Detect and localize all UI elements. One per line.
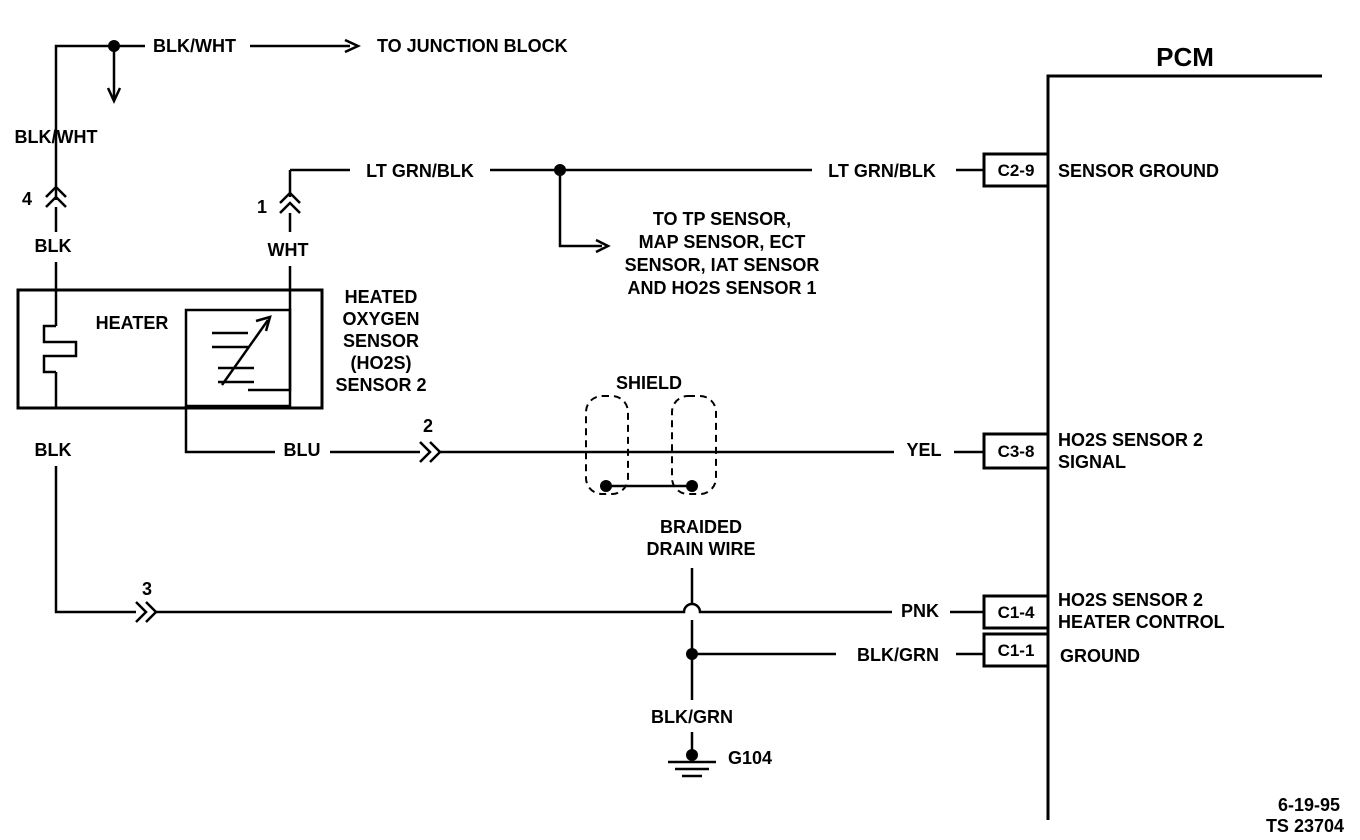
blk-wht-vertical-label: BLK/WHT — [15, 127, 98, 147]
branch-note-line: SENSOR, IAT SENSOR — [625, 255, 820, 275]
sensor-name-line: SENSOR — [343, 331, 419, 351]
pnk-wire-label: PNK — [901, 601, 939, 621]
ground-circuit: BLK/GRN BLK/GRN G104 — [651, 645, 984, 778]
pin-2-number: 2 — [423, 416, 433, 436]
sensor-name-line: (HO2S) — [350, 353, 411, 373]
yel-wire-label: YEL — [906, 440, 941, 460]
pin-1-number: 1 — [257, 197, 267, 217]
connector-description: SIGNAL — [1058, 452, 1126, 472]
junction-destination-label: TO JUNCTION BLOCK — [377, 36, 568, 56]
sensing-element-box — [184, 308, 292, 408]
shield-terminal — [686, 480, 698, 492]
connector-description: GROUND — [1060, 646, 1140, 666]
diagram-footer: 6-19-95 TS 23704 — [1266, 795, 1344, 836]
shield-outline-left — [585, 395, 629, 495]
lt-grn-blk-right-label: LT GRN/BLK — [828, 161, 936, 181]
lt-grn-blk-left-label: LT GRN/BLK — [366, 161, 474, 181]
diagram-date: 6-19-95 — [1278, 795, 1340, 815]
shield: SHIELD BRAIDED DRAIN WIRE — [585, 373, 756, 700]
variable-resistor-arrow — [220, 319, 270, 386]
branch-note: TO TP SENSOR, MAP SENSOR, ECT SENSOR, IA… — [625, 209, 820, 298]
junction-block-feed: BLK/WHT TO JUNCTION BLOCK BLK/WHT — [15, 36, 568, 200]
heater-control-circuit: BLK 3 PNK — [35, 440, 984, 623]
branch-note-line: AND HO2S SENSOR 1 — [627, 278, 816, 298]
shield-label: SHIELD — [616, 373, 682, 393]
pcm-title: PCM — [1156, 42, 1214, 72]
pin-3-wire-label: BLK — [35, 440, 72, 460]
sensor-name-line: HEATED — [345, 287, 418, 307]
connector-description: HEATER CONTROL — [1058, 612, 1225, 632]
connector-description: HO2S SENSOR 2 — [1058, 590, 1203, 610]
pcm-connector-c3-8: C3-8 HO2S SENSOR 2 SIGNAL — [982, 430, 1203, 472]
branch-note-line: TO TP SENSOR, — [653, 209, 791, 229]
pin-4-connector: 4 BLK — [22, 185, 72, 326]
pcm-connector-c1-4: C1-4 HO2S SENSOR 2 HEATER CONTROL — [982, 590, 1225, 632]
connector-pin-label: C1-1 — [998, 641, 1035, 660]
pcm-connector-c2-9: C2-9 SENSOR GROUND — [982, 152, 1219, 188]
splice-point — [108, 40, 120, 52]
pin-4-wire-label: BLK — [35, 236, 72, 256]
shield-outline-right — [671, 395, 717, 495]
connector-pin-label: C2-9 — [998, 161, 1035, 180]
connector-description: HO2S SENSOR 2 — [1058, 430, 1203, 450]
sensor-ground-circuit: LT GRN/BLK LT GRN/BLK — [366, 161, 984, 254]
blk-grn-ground-label: BLK/GRN — [651, 707, 733, 727]
connector-pin-label: C1-4 — [998, 603, 1035, 622]
sensor-name-line: OXYGEN — [342, 309, 419, 329]
sensor-outline — [16, 288, 324, 410]
sensing-element-plates — [212, 331, 254, 384]
junction-wire-label: BLK/WHT — [153, 36, 236, 56]
pin-2-wire-label: BLU — [284, 440, 321, 460]
pcm-block: PCM — [1046, 42, 1322, 820]
splice-point — [686, 749, 698, 761]
pin-4-number: 4 — [22, 189, 32, 209]
pin-3-number: 3 — [142, 579, 152, 599]
pin-1-connector: 1 WHT — [248, 168, 350, 392]
signal-circuit: BLU 2 YEL — [284, 416, 984, 463]
heater-element — [42, 324, 78, 374]
sensor-name-line: SENSOR 2 — [335, 375, 426, 395]
drain-wire-label-line: BRAIDED — [660, 517, 742, 537]
diagram-reference: TS 23704 — [1266, 816, 1344, 836]
shield-terminal — [600, 480, 612, 492]
blk-grn-right-label: BLK/GRN — [857, 645, 939, 665]
ground-id-label: G104 — [728, 748, 772, 768]
branch-note-line: MAP SENSOR, ECT — [639, 232, 806, 252]
connector-pin-label: C3-8 — [998, 442, 1035, 461]
drain-wire-label-line: DRAIN WIRE — [647, 539, 756, 559]
ground-symbol-icon — [668, 760, 716, 778]
pin-1-wire-label: WHT — [268, 240, 309, 260]
connector-description: SENSOR GROUND — [1058, 161, 1219, 181]
pcm-connector-c1-1: C1-1 GROUND — [982, 632, 1140, 668]
heater-label: HEATER — [96, 313, 169, 333]
ho2s-sensor-2-body: HEATER HEATED OXYGEN SENSOR (HO2S) SENSO… — [16, 287, 427, 454]
